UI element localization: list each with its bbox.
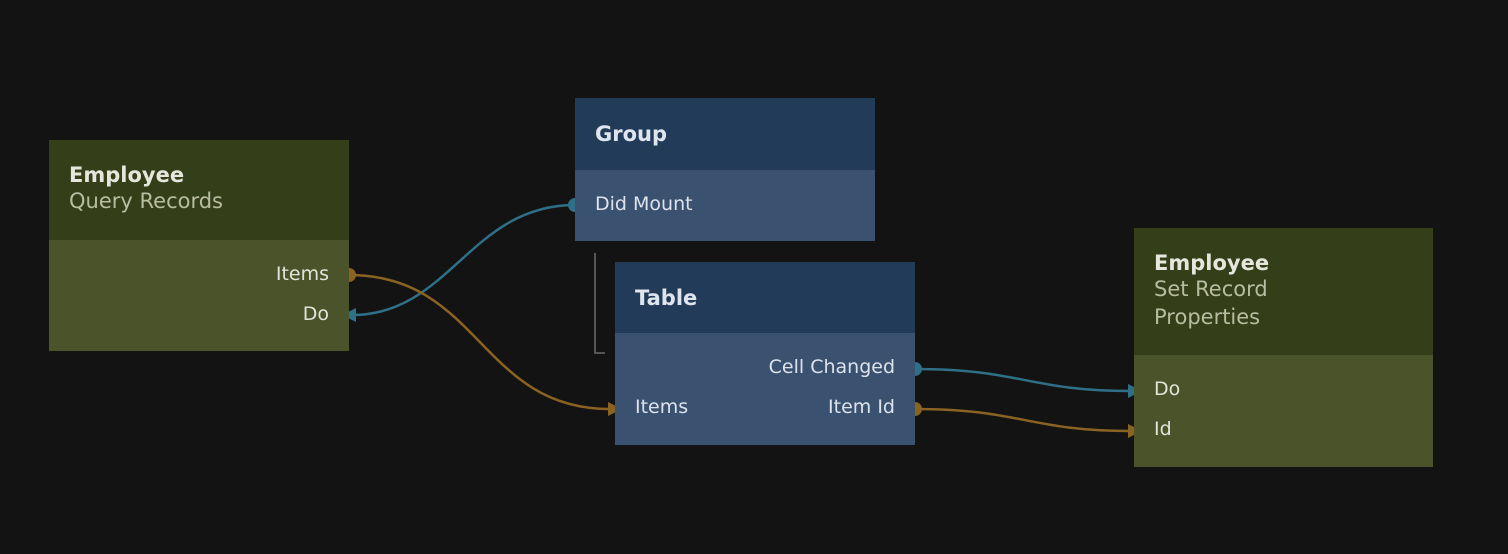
wire-item-id-to-id[interactable] [914, 407, 1131, 433]
node-subtitle: Set Record [1154, 277, 1268, 301]
wire-did-mount-to-do[interactable] [351, 203, 576, 317]
output-port-item-id[interactable]: Item Id [828, 396, 895, 418]
set-record-properties-node[interactable]: Employee Set Record Properties Do Id [1134, 228, 1433, 467]
output-port-items[interactable]: Items [275, 263, 329, 285]
input-port-do[interactable]: Do [1154, 378, 1181, 400]
group-node[interactable]: Group Did Mount [575, 98, 875, 241]
input-port-do[interactable]: Do [302, 303, 329, 325]
wire-cell-changed-to-do[interactable] [914, 367, 1131, 393]
child-bracket [594, 253, 605, 354]
arrow-icon [342, 308, 356, 322]
wire-items-to-items[interactable] [348, 273, 611, 411]
output-port-did-mount[interactable]: Did Mount [595, 193, 693, 215]
node-subtitle: Query Records [69, 189, 223, 213]
node-title: Employee [69, 163, 185, 187]
table-node[interactable]: Table Cell Changed Items Item Id [615, 262, 915, 445]
node-title: Table [635, 286, 698, 310]
output-port-cell-changed[interactable]: Cell Changed [768, 356, 895, 378]
input-port-id[interactable]: Id [1154, 418, 1172, 440]
node-title: Employee [1154, 251, 1270, 275]
input-port-items[interactable]: Items [635, 396, 689, 418]
node-subtitle: Properties [1154, 305, 1261, 329]
node-title: Group [595, 122, 668, 146]
query-records-node[interactable]: Employee Query Records Items Do [49, 140, 349, 351]
